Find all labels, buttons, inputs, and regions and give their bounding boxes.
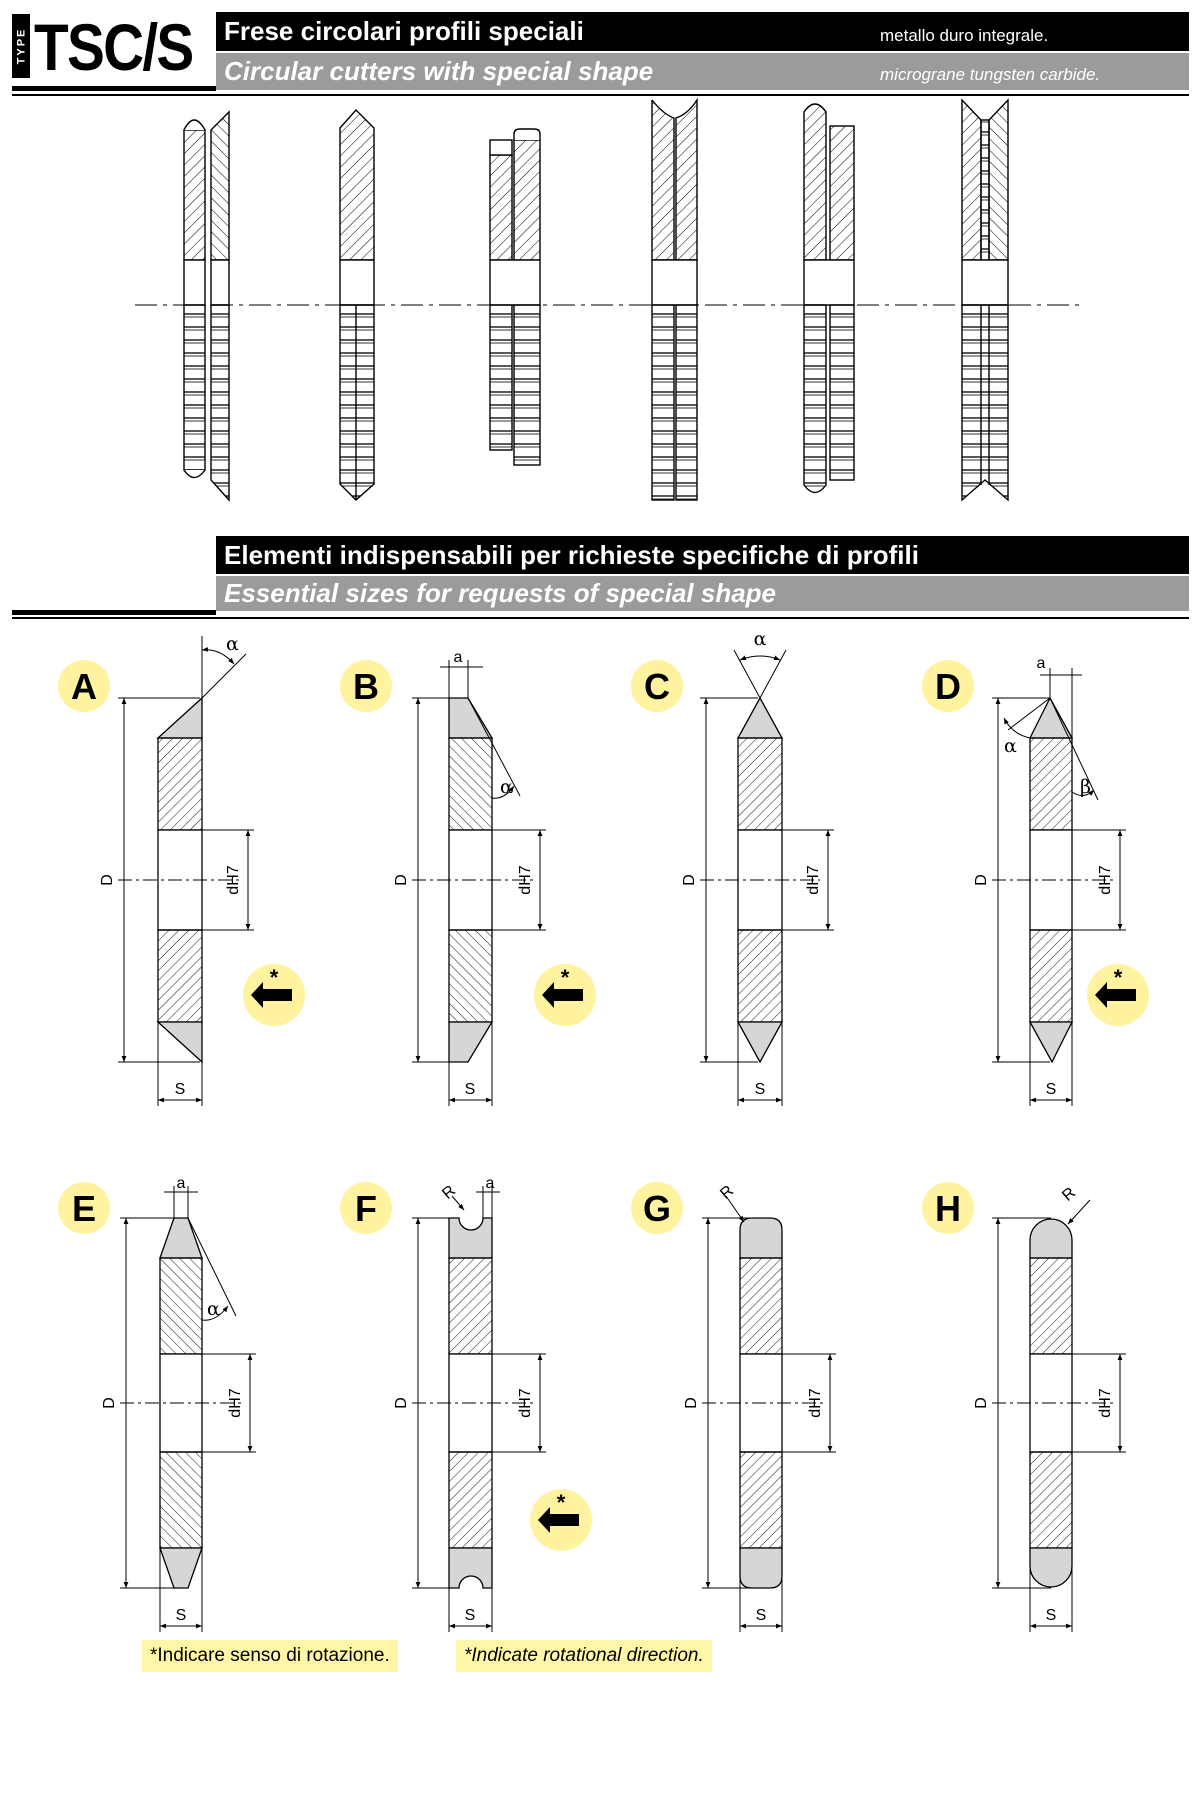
title-band-italian xyxy=(216,12,1189,51)
rotation-arrow-icon: * xyxy=(530,1489,592,1551)
dimension-dH7: dH7 xyxy=(805,865,822,894)
profile-C: C α D dH7 S xyxy=(631,628,834,1106)
note-english: *Indicate rotational direction. xyxy=(456,1640,712,1672)
profile-letter: A xyxy=(71,666,97,707)
note-italian: *Indicare senso di rotazione. xyxy=(142,1640,398,1672)
alpha-label: α xyxy=(226,633,239,655)
dimension-R: R xyxy=(1059,1184,1079,1204)
dimension-dH7: dH7 xyxy=(225,865,242,894)
profile-label-circle xyxy=(58,660,110,712)
section-title-italian: Elementi indispensabili per richieste sp… xyxy=(224,540,919,570)
profile-A: A α D dH7 S * xyxy=(58,633,305,1106)
profile-label-circle xyxy=(631,660,683,712)
dimension-dH7: dH7 xyxy=(807,1388,824,1417)
dimension-dH7: dH7 xyxy=(517,1388,534,1417)
dimension-R: R xyxy=(439,1182,459,1202)
rotation-star: * xyxy=(557,1490,566,1515)
profile-label-circle xyxy=(340,660,392,712)
dimension-D: D xyxy=(99,874,116,886)
dimension-S: S xyxy=(756,1607,767,1624)
profile-label-circle xyxy=(631,1182,683,1234)
alpha-label: α xyxy=(1004,735,1017,757)
dimension-dH7: dH7 xyxy=(227,1388,244,1417)
alpha-label: α xyxy=(207,1298,220,1320)
rotation-star: * xyxy=(561,965,570,990)
profile-D: D a α β D xyxy=(922,655,1149,1106)
dimension-dH7: dH7 xyxy=(1097,865,1114,894)
dimension-dH7: dH7 xyxy=(517,865,534,894)
title-band-english xyxy=(216,53,1189,90)
section-left-rule xyxy=(12,610,216,615)
dimension-S: S xyxy=(1046,1081,1057,1098)
profile-letter: E xyxy=(72,1188,96,1229)
profile-E: E a α D dH7 S xyxy=(58,1175,256,1632)
profile-label-circle xyxy=(922,660,974,712)
alpha-label: α xyxy=(500,776,513,798)
dimension-a: a xyxy=(486,1175,495,1192)
section-title-english: Essential sizes for requests of special … xyxy=(224,578,777,608)
profile-label-circle xyxy=(58,1182,110,1234)
overview-profiles-drawing xyxy=(135,97,1085,502)
rotation-arrow-icon: * xyxy=(243,964,305,1026)
profile-letter: C xyxy=(644,666,670,707)
dimension-S: S xyxy=(1046,1607,1057,1624)
profile-letter: B xyxy=(353,666,379,707)
dimension-S: S xyxy=(465,1081,476,1098)
dimension-D: D xyxy=(973,1397,990,1409)
profile-letter: G xyxy=(643,1188,671,1229)
profile-H: H R D dH7 S xyxy=(922,1182,1126,1632)
dimension-D: D xyxy=(101,1397,118,1409)
profile-label-circle xyxy=(922,1182,974,1234)
header-rule xyxy=(12,94,1189,96)
rotation-arrow-icon: * xyxy=(534,964,596,1026)
dimension-a: a xyxy=(454,649,463,666)
dimension-D: D xyxy=(393,874,410,886)
dimension-D: D xyxy=(683,1397,700,1409)
dimension-a: a xyxy=(177,1175,186,1192)
beta-label: β xyxy=(1080,776,1091,798)
rotation-star: * xyxy=(1114,965,1123,990)
rotation-star: * xyxy=(270,965,279,990)
dimension-D: D xyxy=(393,1397,410,1409)
dimension-D: D xyxy=(973,874,990,886)
dimension-a: a xyxy=(1037,655,1046,672)
alpha-label: α xyxy=(754,628,767,650)
material-italian: metallo duro integrale. xyxy=(880,26,1049,45)
profile-label-circle xyxy=(340,1182,392,1234)
profile-letter: D xyxy=(935,666,961,707)
profile-letter: F xyxy=(355,1188,377,1229)
title-italian: Frese circolari profili speciali xyxy=(224,16,584,46)
dimension-S: S xyxy=(176,1607,187,1624)
dimension-dH7: dH7 xyxy=(1097,1388,1114,1417)
profile-letter: H xyxy=(935,1188,961,1229)
dimension-S: S xyxy=(755,1081,766,1098)
dimension-D: D xyxy=(681,874,698,886)
profile-B: B a α D dH7 S xyxy=(340,649,596,1106)
profile-F: F a R D dH7 S xyxy=(340,1175,592,1632)
section-band-english xyxy=(216,576,1189,611)
logo-underline xyxy=(12,86,216,91)
title-english: Circular cutters with special shape xyxy=(224,56,654,86)
section-rule xyxy=(12,617,1189,619)
material-english: micrograne tungsten carbide. xyxy=(880,65,1101,84)
dimension-S: S xyxy=(465,1607,476,1624)
dimension-R: R xyxy=(717,1182,737,1202)
rotation-arrow-icon: * xyxy=(1087,964,1149,1026)
product-code: TSC/S xyxy=(34,10,194,84)
dimension-S: S xyxy=(175,1081,186,1098)
section-band-italian xyxy=(216,536,1189,574)
type-vertical-label: TYPE xyxy=(12,14,30,78)
profile-G: G R D dH7 S xyxy=(631,1182,836,1632)
